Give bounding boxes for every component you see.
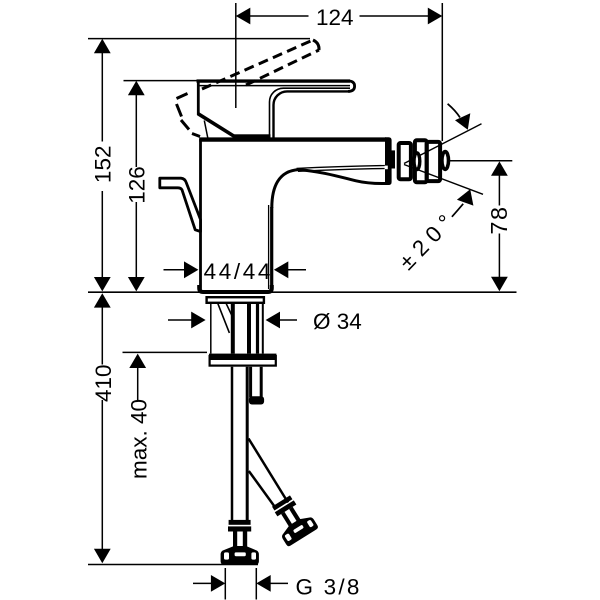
svg-text:G 3/8: G 3/8: [296, 574, 362, 599]
svg-text:410: 410: [91, 364, 116, 402]
svg-text:126: 126: [125, 166, 150, 204]
svg-text:Ø 34: Ø 34: [313, 309, 362, 334]
svg-text:78: 78: [486, 205, 512, 234]
svg-text:124: 124: [316, 5, 354, 30]
svg-text:44/44: 44/44: [204, 259, 273, 284]
svg-text:152: 152: [91, 146, 116, 184]
svg-text:max. 40: max. 40: [127, 399, 152, 479]
